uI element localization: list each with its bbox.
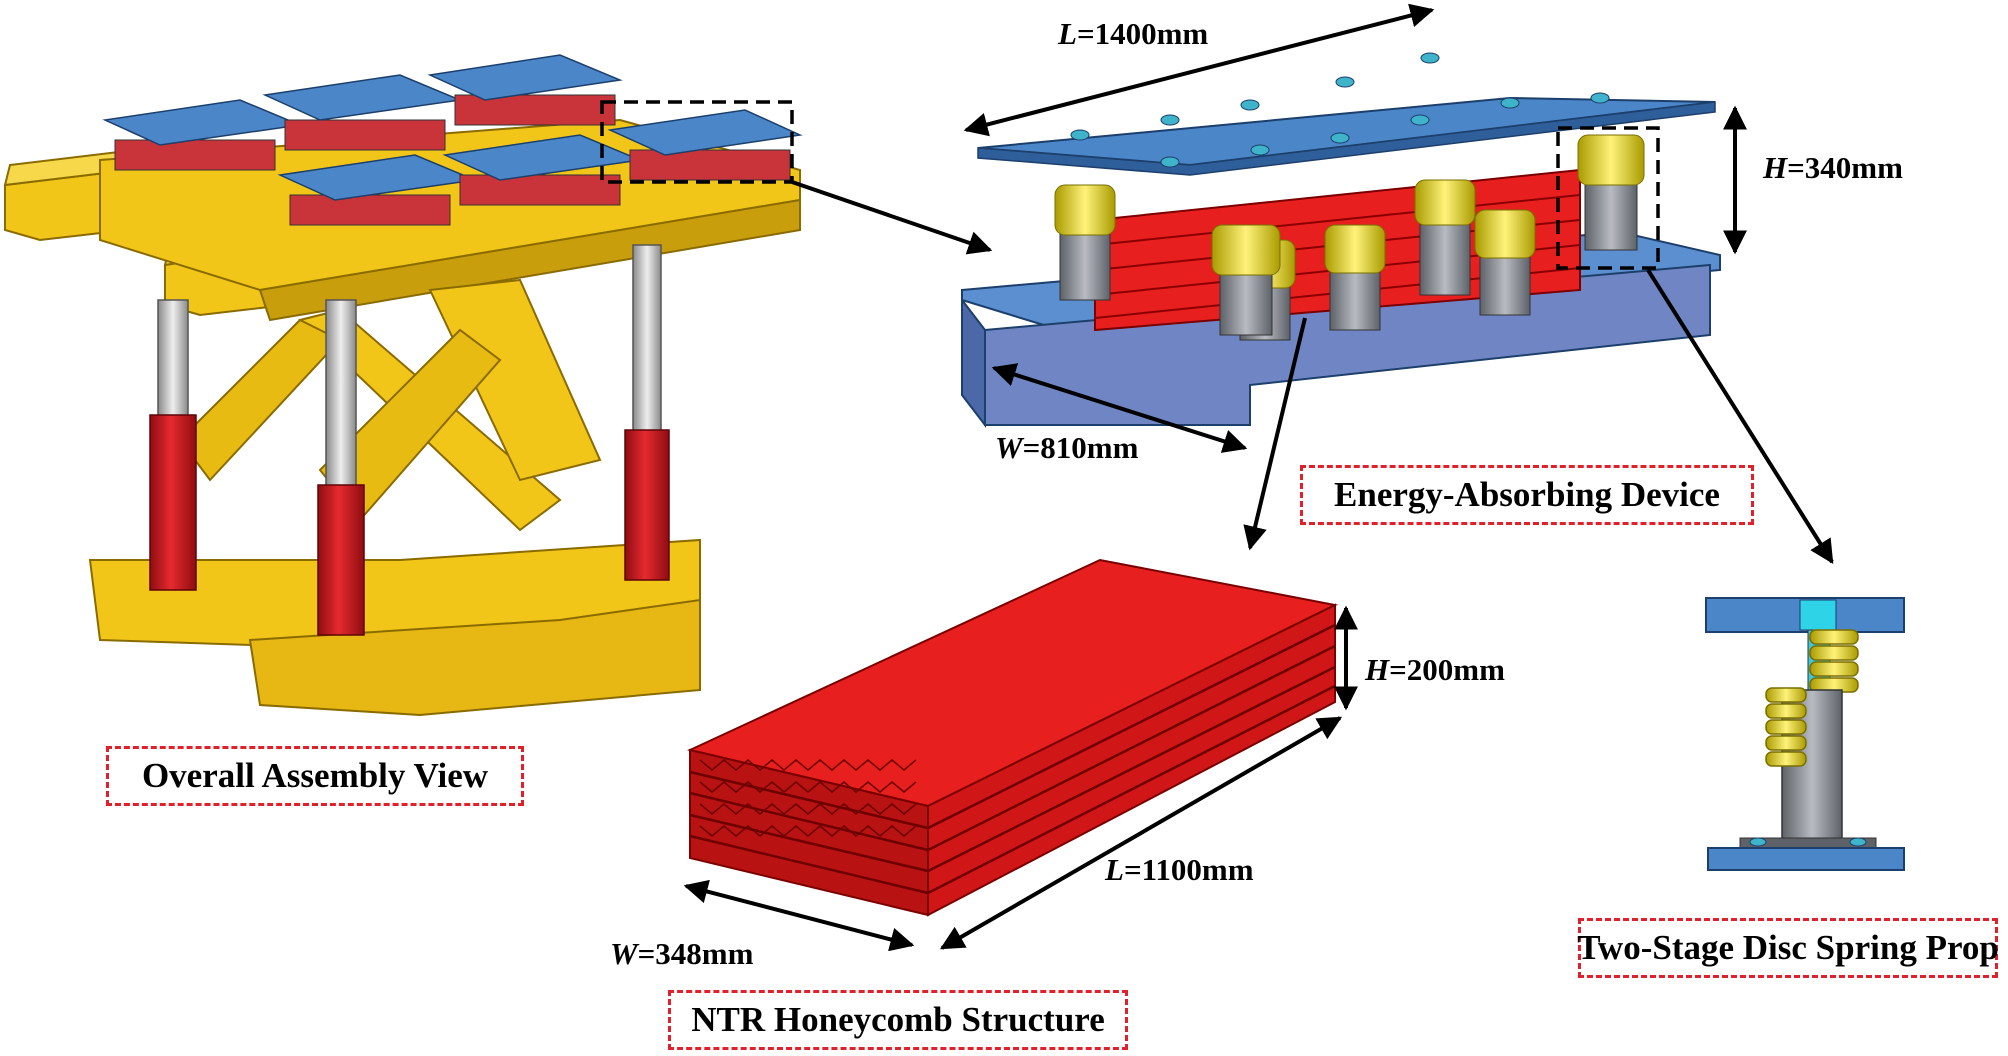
canopy-beam-front xyxy=(258,198,801,322)
device-prop-5 xyxy=(1324,224,1386,331)
canopy-device-2 xyxy=(262,74,463,151)
label-device-width: W=810mm xyxy=(995,430,1139,465)
canopy-device-1 xyxy=(102,99,303,171)
canopy-device-6 xyxy=(607,109,803,181)
hydraulic-cylinder-1 xyxy=(149,299,197,591)
label-device-height: H=340mm xyxy=(1763,150,1903,185)
arrow-device-to-honeycomb xyxy=(1243,317,1307,551)
label-honeycomb-width: W=348mm xyxy=(610,936,754,971)
canopy-device-5 xyxy=(442,134,643,206)
caption-overall-assembly: Overall Assembly View xyxy=(106,746,524,806)
selection-box-prop xyxy=(1556,126,1660,270)
lemniscate-link-right xyxy=(428,278,602,482)
label-device-length: L=1400mm xyxy=(1058,16,1209,51)
honeycomb-cells xyxy=(699,759,917,837)
device-prop-2 xyxy=(1414,179,1476,296)
device-prop-6 xyxy=(1474,209,1536,316)
hydraulic-support-assembly xyxy=(3,54,803,717)
canopy-devices xyxy=(102,54,803,226)
caption-energy-absorbing-device: Energy-Absorbing Device xyxy=(1300,465,1754,525)
dim-arrow-honeycomb-length xyxy=(939,716,1343,950)
canopy-device-3 xyxy=(427,54,623,126)
device-spring-props xyxy=(1054,134,1645,341)
canopy-device-4 xyxy=(277,154,478,226)
label-honeycomb-height: H=200mm xyxy=(1365,652,1505,687)
honeycomb-side xyxy=(689,748,929,917)
energy-absorbing-device xyxy=(961,52,1721,428)
prop-base-plate xyxy=(1707,847,1905,871)
hydraulic-cylinder-2 xyxy=(317,299,365,636)
device-prop-front xyxy=(1211,224,1281,336)
lemniscate-link-left-2 xyxy=(178,318,342,482)
hydraulic-cylinder-3 xyxy=(624,244,670,581)
dim-arrow-honeycomb-width xyxy=(683,879,915,952)
prop-disc-springs-upper xyxy=(1809,629,1859,693)
device-prop-3 xyxy=(1577,134,1645,251)
caption-two-stage-prop: Two-Stage Disc Spring Prop xyxy=(1577,918,1999,978)
two-stage-disc-spring-prop xyxy=(1705,597,1905,871)
device-base-side xyxy=(961,297,986,428)
dim-arrow-device-width xyxy=(991,363,1248,453)
device-prop-1 xyxy=(1054,184,1116,301)
arrow-assembly-to-device xyxy=(791,180,993,255)
device-top-plate-edge xyxy=(977,101,1716,176)
arrow-device-to-prop xyxy=(1646,268,1834,565)
prop-base-bolts xyxy=(1749,837,1867,847)
prop-top-cap xyxy=(1799,599,1837,631)
dim-arrow-device-length xyxy=(963,3,1435,137)
base-skid-right xyxy=(248,598,701,717)
selection-box-assembly xyxy=(600,100,794,184)
prop-disc-springs-lower xyxy=(1765,687,1807,767)
label-honeycomb-length: L=1100mm xyxy=(1105,852,1254,887)
caption-ntr-honeycomb: NTR Honeycomb Structure xyxy=(668,990,1128,1050)
